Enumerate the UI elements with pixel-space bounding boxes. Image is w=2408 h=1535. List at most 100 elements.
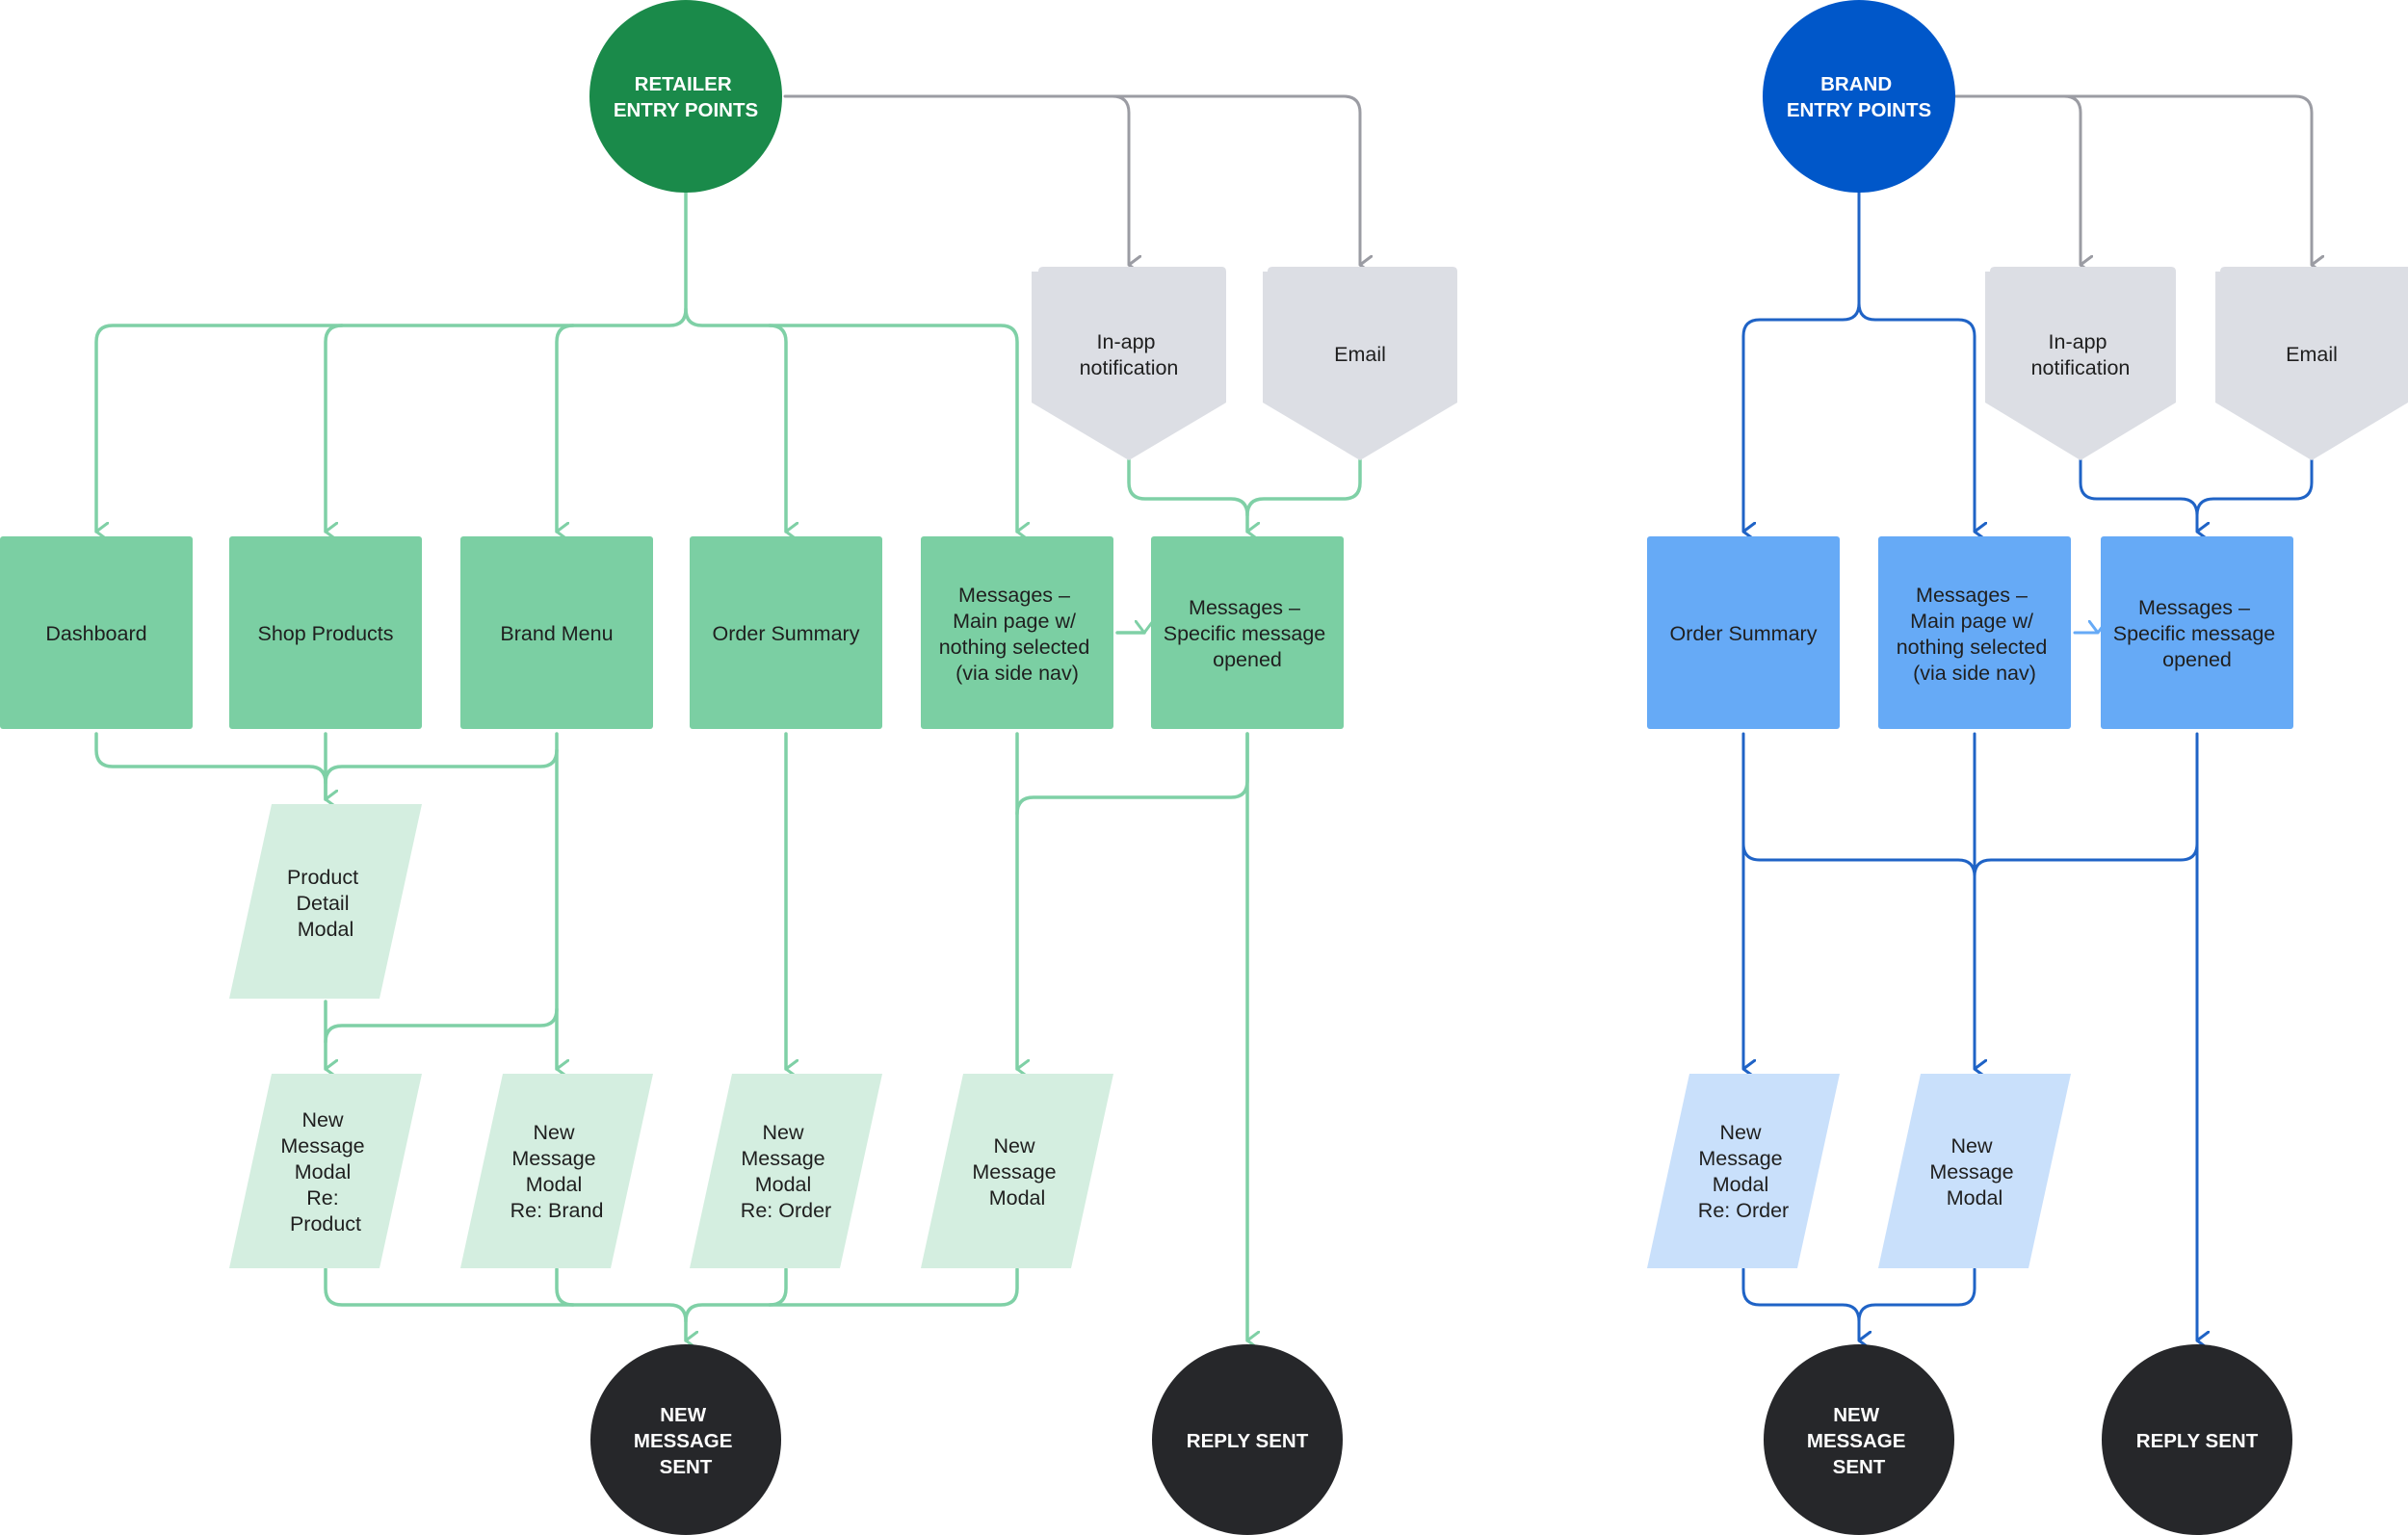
connector-brand-to-email	[2062, 94, 2312, 265]
retailer-reply-label: REPLY SENT	[1187, 1430, 1309, 1452]
brand-menu-label: Brand Menu	[500, 622, 613, 645]
retailer-sent-label-2: MESSAGE	[634, 1430, 733, 1452]
brand-newmsg-label-1: New	[1951, 1134, 1993, 1158]
connector-specific-to-newmsg	[1015, 732, 1249, 816]
connector-entry-to-order	[768, 324, 786, 532]
connector-entry-to-shop	[324, 324, 344, 532]
brand-inapp-label-1: In-app	[2049, 330, 2107, 353]
svg-text:New Message Mo: New Message Modal Re: Product	[280, 1108, 370, 1236]
messages-specific-label-3: opened	[1213, 648, 1282, 671]
brand-newmsg-label-3: Modal	[1947, 1186, 2003, 1210]
connector-brand-entry-to-main	[1857, 301, 1975, 532]
messages-specific-label-1: Messages –	[1189, 596, 1300, 619]
connector-retailer-to-inapp	[783, 94, 1129, 265]
brand-newmsg-order-label-2: Message	[1698, 1147, 1782, 1170]
connector-brand-to-product	[324, 732, 559, 785]
retailer-inapp-notification-node: In-app notification	[1032, 267, 1226, 460]
newmsg-product-label-4: Re:	[306, 1186, 338, 1210]
brand-messages-main-label-3: nothing selected	[1897, 636, 2048, 659]
svg-text:New Message Mo: New Message Modal Re: Order	[741, 1121, 831, 1222]
connector-entry-to-brandmenu	[555, 324, 575, 532]
retailer-sent-label-3: SENT	[660, 1456, 713, 1478]
newmsg-brand-label-1: New	[534, 1121, 575, 1144]
connector-newmsg-brand-to-sent	[555, 1267, 575, 1307]
connector-newmsg-order-to-sent	[684, 1267, 788, 1323]
brand-messages-specific-label-1: Messages –	[2138, 596, 2250, 619]
retailer-dashboard-node: Dashboard	[0, 536, 193, 729]
retailer-newmsg-node: New Message Modal	[921, 1074, 1113, 1268]
brand-inapp-notification-node: In-app notification	[1985, 267, 2176, 460]
connector-brand-crossbar	[1741, 842, 2199, 878]
brand-sent-label-3: SENT	[1833, 1456, 1886, 1478]
product-detail-label-2: Detail	[297, 892, 350, 915]
svg-text:Order Summary: Order Summary	[713, 622, 860, 645]
newmsg-product-label-2: Message	[280, 1134, 364, 1158]
messages-specific-label-2: Specific message	[1164, 622, 1326, 645]
svg-text:Messages – Specific me: Messages – Specific message opened	[1164, 596, 1331, 671]
order-summary-label: Order Summary	[713, 622, 860, 645]
svg-text:Messages – Main page w: Messages – Main page w/ nothing selected…	[1897, 584, 2054, 685]
connector-brand-entry-to-order	[1741, 191, 1861, 532]
newmsg-label-3: Modal	[989, 1186, 1046, 1210]
svg-text:Email: Email	[2286, 343, 2338, 366]
brand-newmsg-order-node: New Message Modal Re: Order	[1647, 1074, 1840, 1268]
connector-entry-to-messages	[684, 307, 1017, 532]
retailer-sent-label-1: NEW	[660, 1404, 706, 1426]
brand-connectors	[1741, 94, 2312, 1340]
svg-text:NEW MESSAGE SE: NEW MESSAGE SENT	[634, 1404, 738, 1478]
svg-text:BRAND ENTRY POINTS: BRAND ENTRY POINTS	[1787, 73, 1931, 121]
retailer-nodes: RETAILER ENTRY POINTS In-app notificatio…	[0, 0, 1457, 1535]
product-detail-label-1: Product	[287, 866, 358, 889]
brand-email-node: Email	[2215, 267, 2408, 460]
retailer-brand-menu-node: Brand Menu	[460, 536, 653, 729]
brand-nodes: BRAND ENTRY POINTS In-app notification E…	[1647, 0, 2408, 1535]
connector-brand-newmsg-to-sent	[1857, 1267, 1976, 1323]
newmsg-brand-label-4: Re: Brand	[510, 1199, 604, 1222]
messages-main-label-2: Main page w/	[953, 610, 1076, 633]
retailer-newmsg-order-node: New Message Modal Re: Order	[690, 1074, 882, 1268]
brand-messages-specific-label-3: opened	[2162, 648, 2232, 671]
svg-text:In-app notification: In-app notification	[1080, 330, 1179, 379]
brand-newmsg-order-label-3: Modal	[1713, 1173, 1769, 1196]
retailer-shop-products-node: Shop Products	[229, 536, 422, 729]
retailer-newmsg-brand-node: New Message Modal Re: Brand	[460, 1074, 653, 1268]
svg-text:Brand Menu: Brand Menu	[500, 622, 613, 645]
retailer-order-summary-node: Order Summary	[690, 536, 882, 729]
connector-brand-branch-to-newmsg-product	[324, 1007, 559, 1044]
messages-main-label-3: nothing selected	[939, 636, 1090, 659]
newmsg-brand-label-3: Modal	[526, 1173, 583, 1196]
connector-email-to-specific	[1245, 458, 1362, 517]
brand-messages-specific-label-2: Specific message	[2113, 622, 2276, 645]
brand-entry-node: BRAND ENTRY POINTS	[1763, 0, 1955, 193]
connector-dashboard-to-product	[94, 732, 326, 799]
brand-messages-main-label-4: (via side nav)	[1913, 662, 2036, 685]
newmsg-order-label-1: New	[763, 1121, 804, 1144]
connector-retailer-to-email	[1111, 94, 1360, 265]
retailer-inapp-label-1: In-app	[1097, 330, 1156, 353]
svg-text:Product Detail: Product Detail Modal	[287, 866, 364, 941]
brand-order-summary-label: Order Summary	[1670, 622, 1818, 645]
connector-brand-newmsg-order-to-sent	[1741, 1267, 1859, 1340]
brand-newmsg-order-label-4: Re: Order	[1698, 1199, 1789, 1222]
newmsg-order-label-2: Message	[741, 1147, 824, 1170]
retailer-messages-main-node: Messages – Main page w/ nothing selected…	[921, 536, 1113, 729]
retailer-email-node: Email	[1263, 267, 1457, 460]
svg-text:Order Summary: Order Summary	[1670, 622, 1818, 645]
svg-text:Dashboard: Dashboard	[45, 622, 146, 645]
svg-text:NEW MESSAGE SE: NEW MESSAGE SENT	[1807, 1404, 1911, 1478]
dashboard-label: Dashboard	[45, 622, 146, 645]
svg-text:New Message Mo: New Message Modal Re: Brand	[510, 1121, 604, 1222]
retailer-entry-node: RETAILER ENTRY POINTS	[589, 0, 782, 193]
connector-brand-to-inapp	[1953, 94, 2081, 265]
connector-newmsg-to-sent	[768, 1267, 1019, 1307]
newmsg-brand-label-2: Message	[511, 1147, 595, 1170]
svg-text:Messages – Specific me: Messages – Specific message opened	[2113, 596, 2281, 671]
brand-entry-label-2: ENTRY POINTS	[1787, 99, 1931, 121]
connector-entry-to-dashboard	[94, 191, 688, 532]
retailer-email-label: Email	[1334, 343, 1386, 366]
svg-text:Messages – Main page w: Messages – Main page w/ nothing selected…	[939, 584, 1096, 685]
retailer-connectors	[94, 94, 1362, 1340]
brand-email-label: Email	[2286, 343, 2338, 366]
brand-sent-label-1: NEW	[1833, 1404, 1879, 1426]
